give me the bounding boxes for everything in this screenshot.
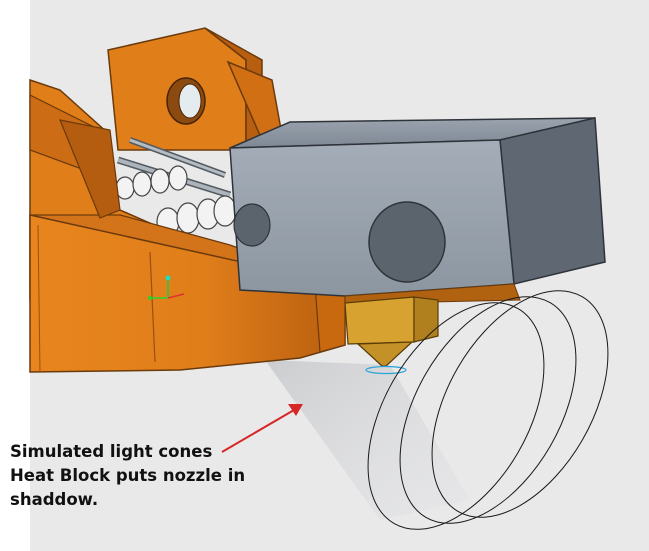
light-cone-shadow xyxy=(265,360,470,520)
arrow-icon xyxy=(221,404,303,453)
xyz-axis-triad-icon xyxy=(148,275,185,300)
caption-line-3: shaddow. xyxy=(10,490,99,509)
back-bracket xyxy=(107,27,283,151)
heater-hole xyxy=(368,201,446,283)
heat-block xyxy=(229,117,606,305)
light-cone-rings xyxy=(367,290,609,530)
nozzle-tip-highlight xyxy=(365,365,407,375)
annotation-caption: Simulated light cones Heat Block puts no… xyxy=(10,440,310,512)
thermistor-hole xyxy=(233,203,271,247)
caption-line-1: Simulated light cones xyxy=(10,442,213,461)
caption-line-2: Heat Block puts nozzle in xyxy=(10,466,246,485)
springs xyxy=(115,165,237,237)
nozzle xyxy=(344,296,439,375)
